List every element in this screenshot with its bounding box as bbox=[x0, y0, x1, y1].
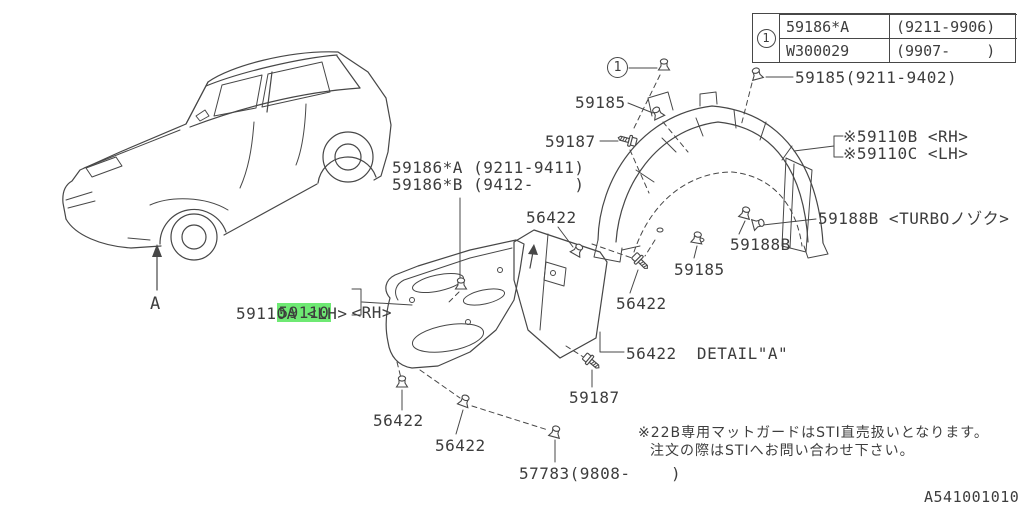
circled-ref-marker: 1 bbox=[756, 28, 776, 48]
clip-icon bbox=[454, 277, 468, 290]
view-arrow bbox=[152, 244, 162, 291]
clip-icon bbox=[548, 424, 563, 439]
callout-59186b[interactable]: 59186*B (9412- ) bbox=[392, 175, 585, 194]
clip-icon bbox=[657, 58, 671, 71]
orientation-arrow bbox=[528, 244, 538, 269]
bolt-icon bbox=[629, 250, 652, 273]
clip-icon bbox=[738, 205, 753, 220]
dashed-leader-lines bbox=[396, 74, 753, 431]
clip-icon bbox=[456, 392, 473, 409]
drawing-number: A541001010 bbox=[924, 488, 1020, 506]
table-date-range: (9907- ) bbox=[889, 38, 1017, 62]
callout-59187-lower[interactable]: 59187 bbox=[569, 388, 620, 407]
callout-59110c-lh[interactable]: ※59110C <LH> bbox=[843, 144, 969, 163]
bracket-59110 bbox=[351, 288, 362, 316]
table-part-number[interactable]: W300029 bbox=[779, 38, 889, 62]
callout-59188b[interactable]: 59188B bbox=[730, 235, 791, 254]
mudguard-drawing bbox=[385, 229, 608, 369]
callout-56422-mid[interactable]: 56422 bbox=[616, 294, 667, 313]
leader-lines bbox=[351, 67, 844, 463]
bolt-icon bbox=[580, 351, 603, 373]
view-label-a: A bbox=[150, 294, 161, 314]
callout-59188b-turbo[interactable]: 59188B <TURBOノゾク> bbox=[818, 209, 1010, 228]
callout-59186a[interactable]: 59186*A (9211-9411) bbox=[392, 158, 585, 177]
callout-59185-dated[interactable]: 59185(9211-9402) bbox=[795, 68, 958, 87]
fender-liner-drawing bbox=[593, 91, 829, 263]
callout-59110b-rh[interactable]: ※59110B <RH> bbox=[843, 127, 969, 146]
note-line-2: 注文の際はSTIへお問い合わせ下さい。 bbox=[650, 443, 915, 459]
clip-icon bbox=[569, 241, 586, 258]
callout-59185-lower[interactable]: 59185 bbox=[674, 260, 725, 279]
bracket-59110bc bbox=[833, 135, 844, 158]
callout-59110-rh[interactable]: 59110 <RH> bbox=[236, 287, 392, 338]
table-part-number[interactable]: 59186*A bbox=[779, 14, 889, 38]
callout-57783[interactable]: 57783(9808- ) bbox=[519, 464, 682, 483]
clip-icon bbox=[751, 216, 766, 231]
table-date-range: (9211-9906) bbox=[889, 14, 1017, 38]
reference-table-marker-cell: 1 bbox=[753, 14, 779, 62]
clip-icon bbox=[749, 66, 764, 81]
part-side-suffix: <RH> bbox=[331, 303, 392, 322]
callout-59187-top[interactable]: 59187 bbox=[545, 132, 596, 151]
callout-56422-bottom-center[interactable]: 56422 bbox=[435, 436, 486, 455]
reference-table: 1 59186*A (9211-9906) W300029 (9907- ) bbox=[752, 13, 1017, 63]
clip-icon bbox=[395, 375, 409, 388]
callout-56422-detail-a[interactable]: 56422 DETAIL"A" bbox=[626, 344, 789, 363]
note-line-1: ※22B専用マットガードはSTI直売扱いとなります。 bbox=[638, 425, 989, 441]
fastener-icons bbox=[395, 58, 766, 439]
callout-56422-upper[interactable]: 56422 bbox=[526, 208, 577, 227]
callout-59110a-lh[interactable]: 59110A <LH> bbox=[236, 304, 348, 323]
callout-56422-bottom-left[interactable]: 56422 bbox=[373, 411, 424, 430]
car-drawing bbox=[62, 51, 392, 291]
circled-ref-marker-inline[interactable]: 1 bbox=[607, 57, 628, 78]
callout-59185-top[interactable]: 59185 bbox=[575, 93, 626, 112]
highlighted-part-number[interactable]: 59110 bbox=[276, 303, 332, 322]
bolt-icon bbox=[616, 131, 639, 149]
